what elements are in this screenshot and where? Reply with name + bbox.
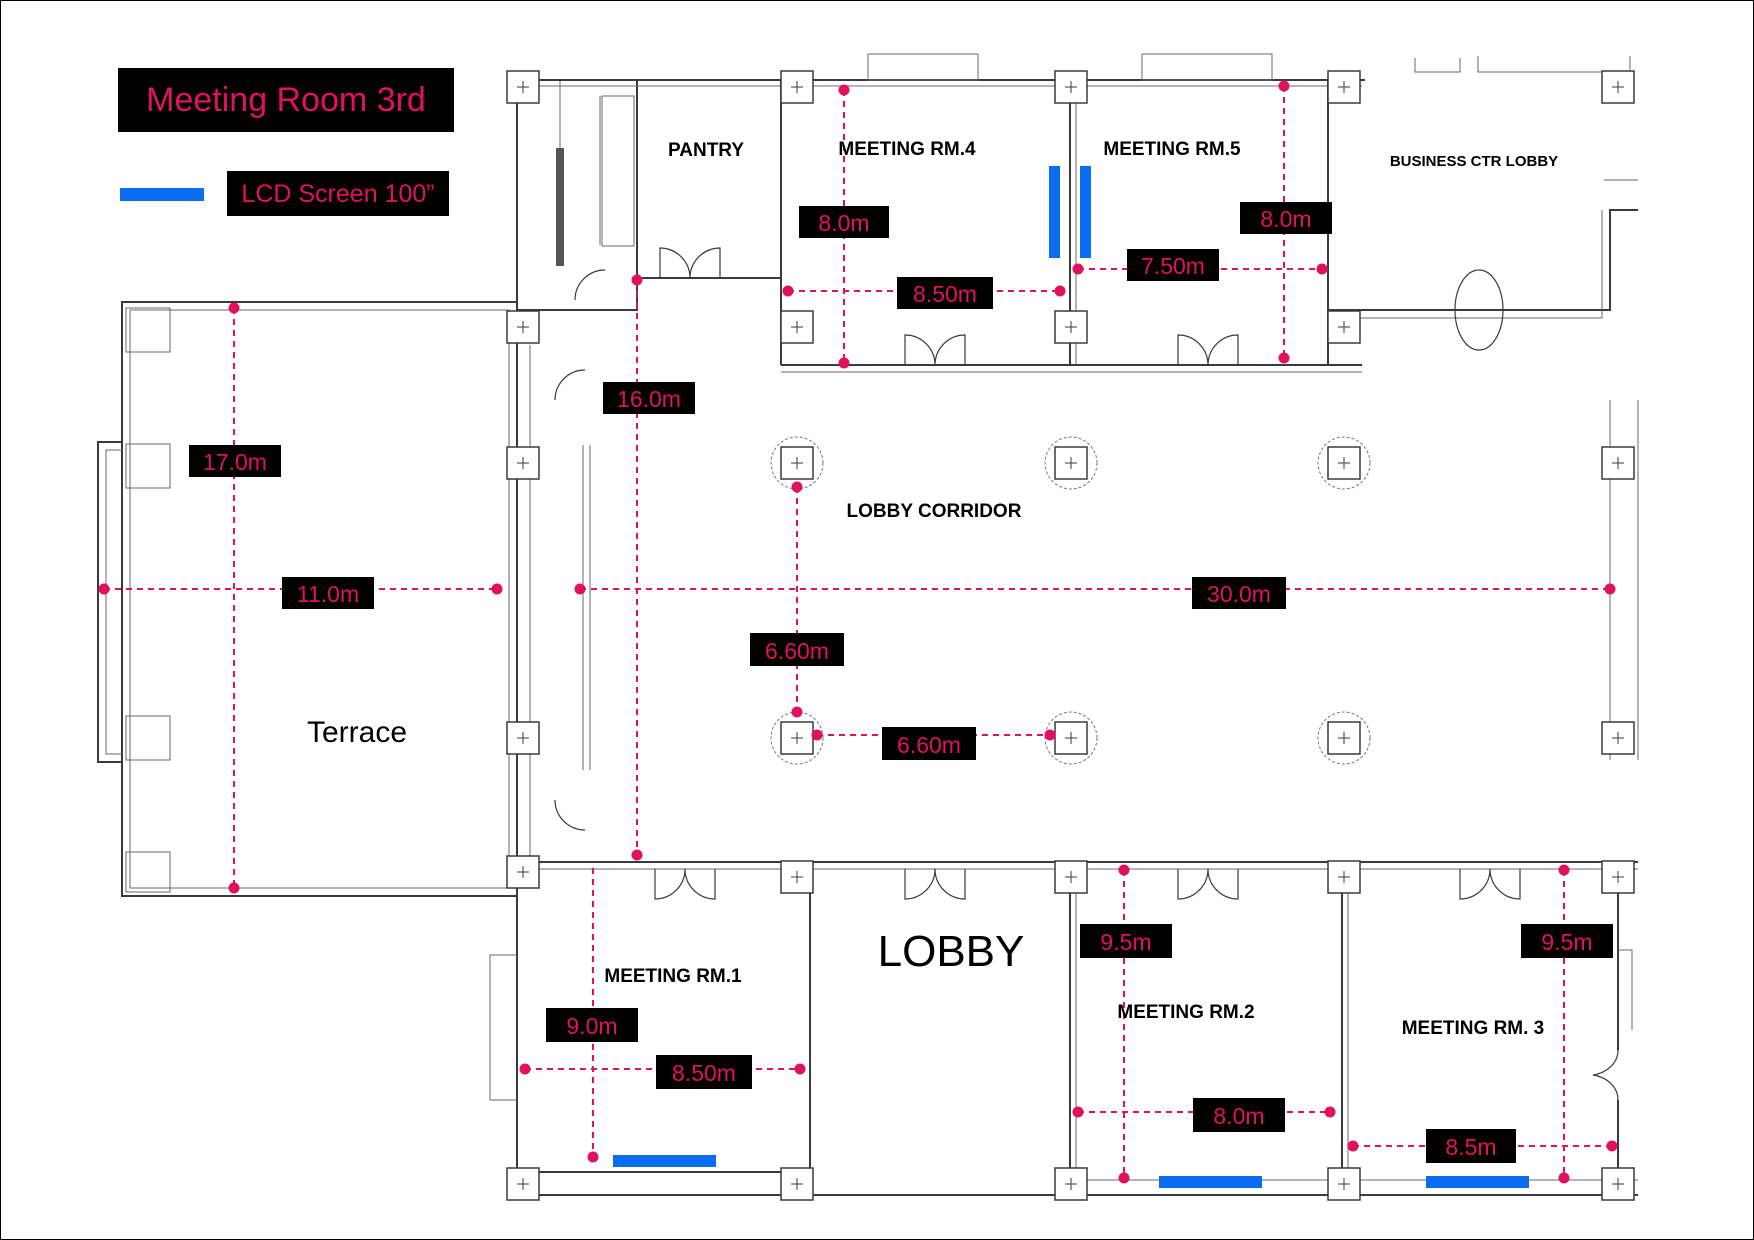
column [1054,70,1088,104]
column [780,1167,814,1201]
dimension-dots [98,80,1618,1184]
svg-text:7.50m: 7.50m [1141,253,1205,279]
lcd-screen-rm5 [1080,166,1091,258]
terrace-pad [125,715,171,761]
room-label-rm4: MEETING RM.4 [838,139,976,160]
plan-title: Meeting Room 3rd [146,81,426,119]
svg-text:16.0m: 16.0m [617,386,681,412]
svg-text:9.5m: 9.5m [1100,929,1151,955]
column [770,436,824,490]
lcd-screen-rm4 [1049,166,1060,258]
dim-label-rm5-depth: 8.0m [1240,202,1332,234]
doors [554,247,1619,1101]
column [1327,1167,1361,1201]
column [1601,721,1635,755]
column [780,310,814,344]
column [1327,310,1361,344]
column [1044,711,1098,765]
dimension-labels: 8.0m 8.50m 7.50m 8.0m 16.0m 17.0m 11.0m … [189,202,1613,1163]
dim-label-terrace-width: 11.0m [282,577,374,609]
room-label-rm5: MEETING RM.5 [1103,139,1241,160]
column [1601,446,1635,480]
column [506,70,540,104]
room-label-terrace: Terrace [307,716,407,749]
column [1317,436,1371,490]
svg-text:8.50m: 8.50m [913,281,977,307]
room-label-lobby-corridor: LOBBY CORRIDOR [847,501,1022,522]
column [1601,1167,1635,1201]
column [1044,436,1098,490]
column [1601,860,1635,894]
terrace-pad [125,307,171,353]
column [1054,860,1088,894]
dim-label-column-spacing-h: 6.60m [882,727,976,760]
column [506,721,540,755]
room-label-lobby: LOBBY [878,927,1025,976]
column [1054,1167,1088,1201]
svg-text:8.0m: 8.0m [818,210,869,236]
column [1317,711,1371,765]
dim-label-rm3-width: 8.5m [1426,1129,1516,1163]
dimension-lines [104,86,1612,1178]
dim-label-rm2-width: 8.0m [1193,1098,1285,1132]
column [1327,860,1361,894]
dim-label-rm4-depth: 8.0m [799,206,889,238]
svg-text:8.50m: 8.50m [672,1060,736,1086]
svg-text:6.60m: 6.60m [897,732,961,758]
terrace-pad [125,443,171,489]
room-label-business-ctr-lobby: BUSINESS CTR LOBBY [1390,153,1558,170]
column [1327,70,1361,104]
lcd-screen-rm3 [1426,1176,1529,1188]
lcd-screens [613,166,1529,1188]
column [780,70,814,104]
dim-label-terrace-depth: 17.0m [189,445,281,477]
dim-label-column-spacing-v: 6.60m [750,633,844,666]
column [1601,70,1635,104]
title-block: Meeting Room 3rd [118,68,454,132]
column [506,446,540,480]
legend-label: LCD Screen 100” [241,180,434,208]
svg-text:8.0m: 8.0m [1213,1103,1264,1129]
dim-label-rm5-width: 7.50m [1127,249,1219,281]
terrace-pad [125,851,171,893]
column [780,860,814,894]
room-label-rm2: MEETING RM.2 [1117,1002,1254,1023]
dim-label-corridor-depth: 16.0m [603,382,695,414]
lcd-screen-rm2 [1159,1176,1262,1188]
svg-text:11.0m: 11.0m [297,581,359,607]
dim-label-rm2-depth: 9.5m [1080,924,1172,958]
column [506,310,540,344]
columns [125,70,1635,1201]
svg-text:9.0m: 9.0m [566,1013,617,1039]
svg-text:8.5m: 8.5m [1445,1134,1496,1160]
room-label-pantry: PANTRY [668,140,744,161]
column [506,855,540,889]
svg-text:30.0m: 30.0m [1207,581,1271,607]
svg-text:9.5m: 9.5m [1541,929,1592,955]
lcd-screen-rm1 [613,1155,716,1167]
dim-label-corridor-length: 30.0m [1192,577,1286,609]
column [506,1167,540,1201]
room-label-rm1: MEETING RM.1 [604,966,742,987]
svg-text:6.60m: 6.60m [765,638,829,664]
svg-text:17.0m: 17.0m [203,449,267,475]
dim-label-rm1-width: 8.50m [656,1055,752,1089]
dim-label-rm4-width: 8.50m [897,277,993,309]
legend: LCD Screen 100” [120,171,449,216]
svg-text:8.0m: 8.0m [1260,206,1311,232]
dim-label-rm1-depth: 9.0m [546,1008,638,1042]
legend-screen-swatch [120,188,204,201]
dim-label-rm3-depth: 9.5m [1521,924,1613,958]
room-label-rm3: MEETING RM. 3 [1402,1018,1545,1039]
room-labels: PANTRY MEETING RM.4 MEETING RM.5 BUSINES… [307,139,1558,1039]
column [1054,310,1088,344]
